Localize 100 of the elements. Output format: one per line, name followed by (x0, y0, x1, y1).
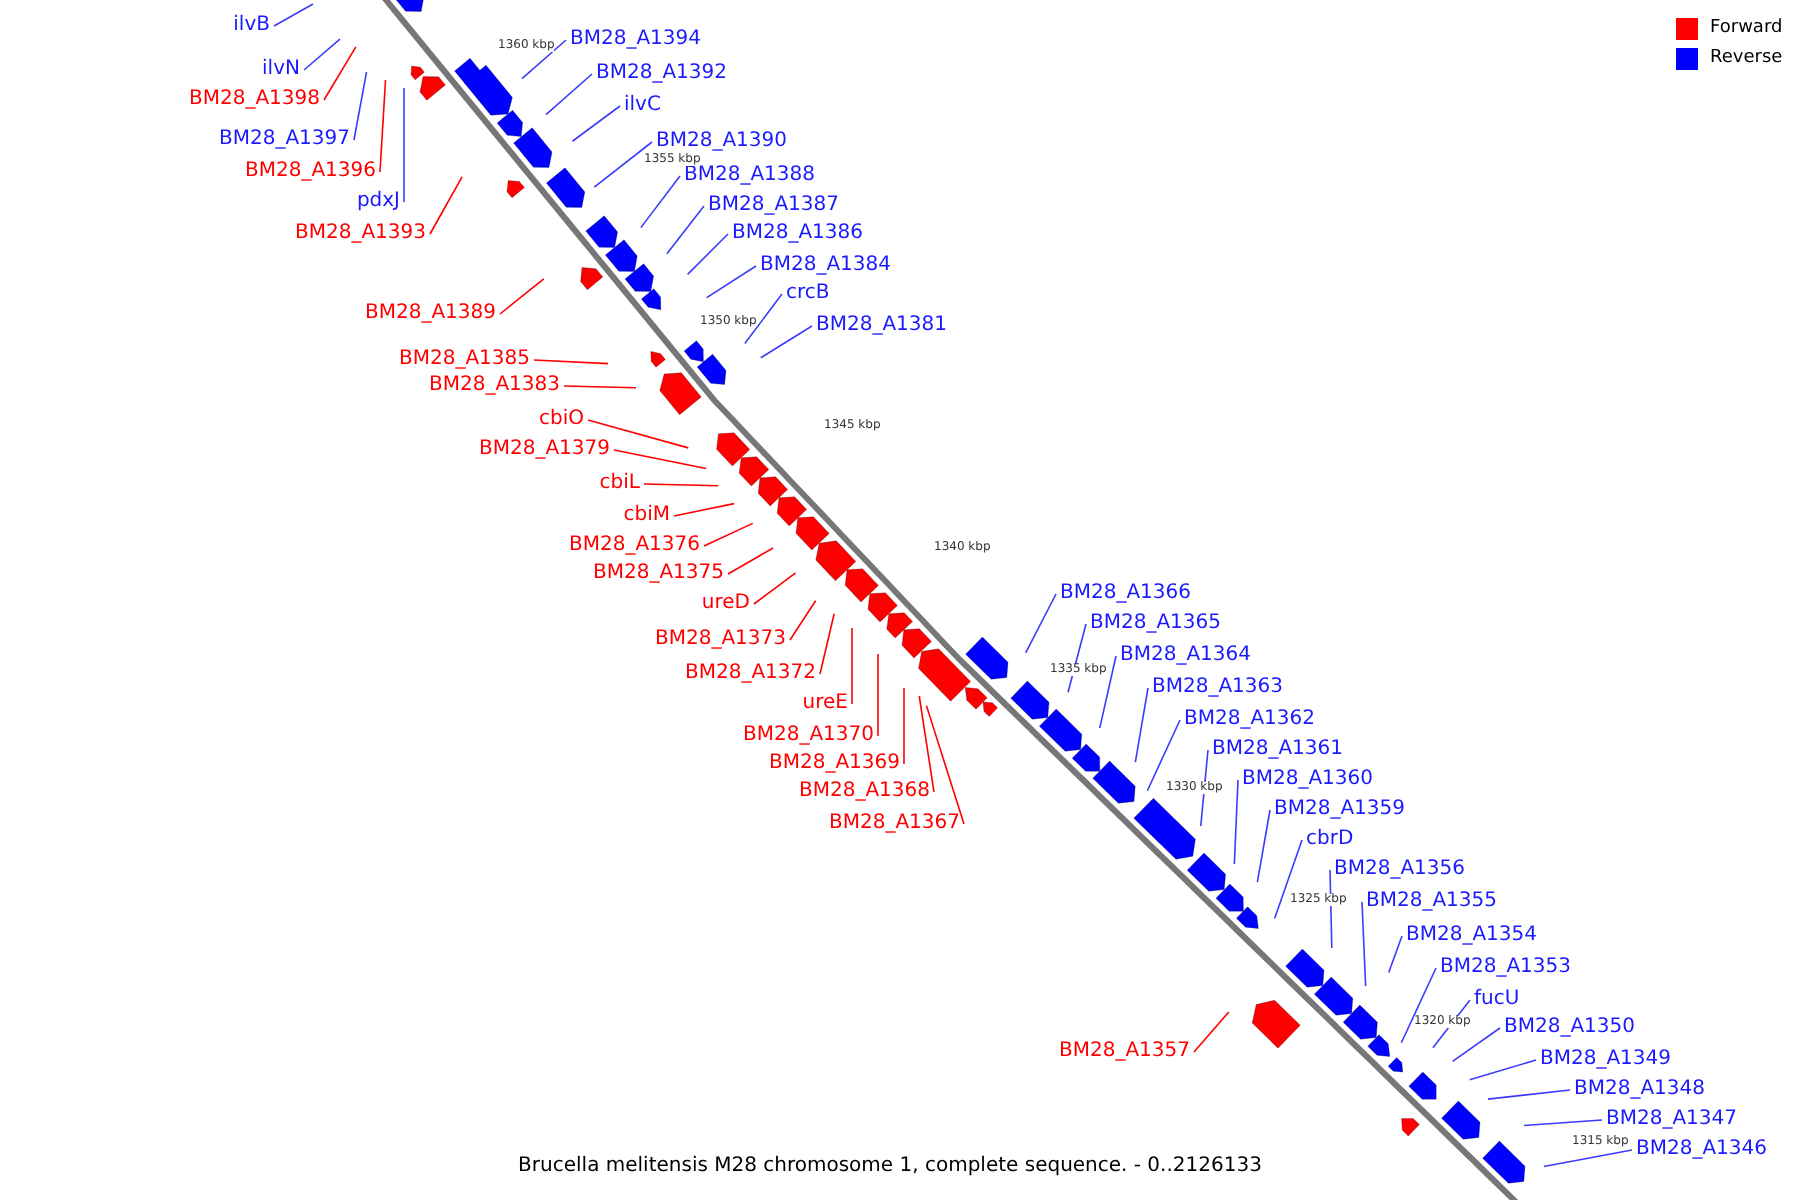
gene-label: BM28_A1353 (1440, 958, 1572, 978)
leader-line (760, 325, 813, 359)
leader-line (379, 79, 387, 173)
leader-line (545, 73, 593, 116)
gene-label: BM28_A1369 (768, 754, 900, 774)
leader-line (1024, 593, 1057, 654)
gene-label: ilvN (262, 60, 300, 80)
leader-line (1098, 655, 1117, 729)
leader-line (1193, 1011, 1230, 1053)
gene-label: cbiO (539, 410, 584, 430)
gene-label: cbiL (599, 474, 640, 494)
leader-line (877, 653, 879, 737)
gene-label: BM28_A1394 (570, 30, 702, 50)
leader-line (918, 695, 935, 793)
leader-line (1523, 1119, 1603, 1127)
gene-label: BM28_A1355 (1366, 892, 1498, 912)
leader-line (1233, 779, 1239, 865)
leader-line (1387, 935, 1403, 974)
gene-label: BM28_A1349 (1540, 1050, 1672, 1070)
gene-label: BM28_A1357 (1058, 1042, 1190, 1062)
leader-line (1361, 901, 1367, 987)
gene-label: BM28_A1367 (828, 814, 960, 834)
leader-line (640, 175, 681, 229)
leader-line (1487, 1089, 1571, 1100)
leader-line (925, 704, 965, 825)
leader-line (1451, 1027, 1501, 1063)
gene-label: BM28_A1383 (428, 376, 560, 396)
gene-label: cbrD (1306, 830, 1354, 850)
gene-label: fucU (1474, 990, 1520, 1010)
gene-label: BM28_A1397 (218, 130, 350, 150)
leader-line (851, 627, 853, 705)
gene-label: BM28_A1366 (1060, 584, 1192, 604)
gene-label: ilvB (233, 16, 270, 36)
gene-label: ureD (701, 594, 750, 614)
leader-line (666, 205, 705, 255)
gene-label: pdxJ (356, 192, 400, 212)
leader-line (403, 87, 405, 203)
leader-line (499, 278, 545, 315)
gene-label: BM28_A1363 (1152, 678, 1284, 698)
gene-label: BM28_A1392 (596, 64, 728, 84)
gene-label: BM28_A1375 (592, 564, 724, 584)
gene-label: BM28_A1390 (656, 132, 788, 152)
leader-line (429, 176, 463, 235)
leader-line (521, 39, 567, 80)
gene-label: ureE (802, 694, 848, 714)
gene-label: crcB (786, 284, 830, 304)
leader-line (563, 385, 637, 389)
legend-label: Reverse (1710, 50, 1783, 68)
leader-line (819, 613, 835, 675)
gene-label: BM28_A1379 (478, 440, 610, 460)
leader-line (643, 483, 719, 487)
leader-line (1468, 1059, 1537, 1081)
leader-line (571, 105, 621, 143)
leader-line (686, 233, 729, 276)
gene-label: BM28_A1364 (1120, 646, 1252, 666)
leader-line (587, 419, 690, 449)
leader-line (673, 502, 735, 517)
gene-label: BM28_A1365 (1090, 614, 1222, 634)
gene-label: BM28_A1376 (568, 536, 700, 556)
leader-line (533, 359, 609, 365)
gene-label: BM28_A1387 (708, 196, 840, 216)
gene-label: BM28_A1348 (1574, 1080, 1706, 1100)
leader-line (703, 522, 754, 547)
leader-line (303, 38, 341, 71)
gene-label: BM28_A1361 (1212, 740, 1344, 760)
leader-line (753, 572, 797, 605)
gene-label: BM28_A1388 (684, 166, 816, 186)
gene-label: BM28_A1347 (1606, 1110, 1738, 1130)
gene-label: BM28_A1373 (654, 630, 786, 650)
gene-label: BM28_A1381 (816, 316, 948, 336)
gene-label: BM28_A1359 (1274, 800, 1406, 820)
leader-line (1400, 967, 1437, 1044)
gene-label: BM28_A1356 (1334, 860, 1466, 880)
leader-line (727, 547, 774, 575)
gene-label: BM28_A1393 (294, 224, 426, 244)
leader-line (1146, 719, 1181, 792)
caption: Brucella melitensis M28 chromosome 1, complete sequence. - 0..2126133 (518, 1153, 1262, 1181)
leader-line (1543, 1149, 1633, 1168)
gene-label: ilvC (624, 96, 661, 116)
leader-line (744, 293, 783, 345)
leader-line (1273, 839, 1303, 920)
leader-line (1134, 687, 1149, 763)
gene-label: BM28_A1350 (1504, 1018, 1636, 1038)
gene-label: BM28_A1386 (732, 224, 864, 244)
gene-label: BM28_A1372 (684, 664, 816, 684)
leader-line (613, 449, 707, 470)
gene-label: cbiM (623, 506, 670, 526)
leader-line (353, 71, 368, 141)
gene-label: BM28_A1362 (1184, 710, 1316, 730)
gene-label: BM28_A1360 (1242, 770, 1374, 790)
gene-label: BM28_A1370 (742, 726, 874, 746)
gene-label: BM28_A1398 (188, 90, 320, 110)
gene-label: BM28_A1385 (398, 350, 530, 370)
leader-line (323, 46, 357, 101)
leader-line (1256, 809, 1271, 883)
gene-label: BM28_A1368 (798, 782, 930, 802)
gene-label: BM28_A1384 (760, 256, 892, 276)
gene-label: BM28_A1389 (364, 304, 496, 324)
gene-label: BM28_A1354 (1406, 926, 1538, 946)
leader-line (705, 265, 757, 299)
